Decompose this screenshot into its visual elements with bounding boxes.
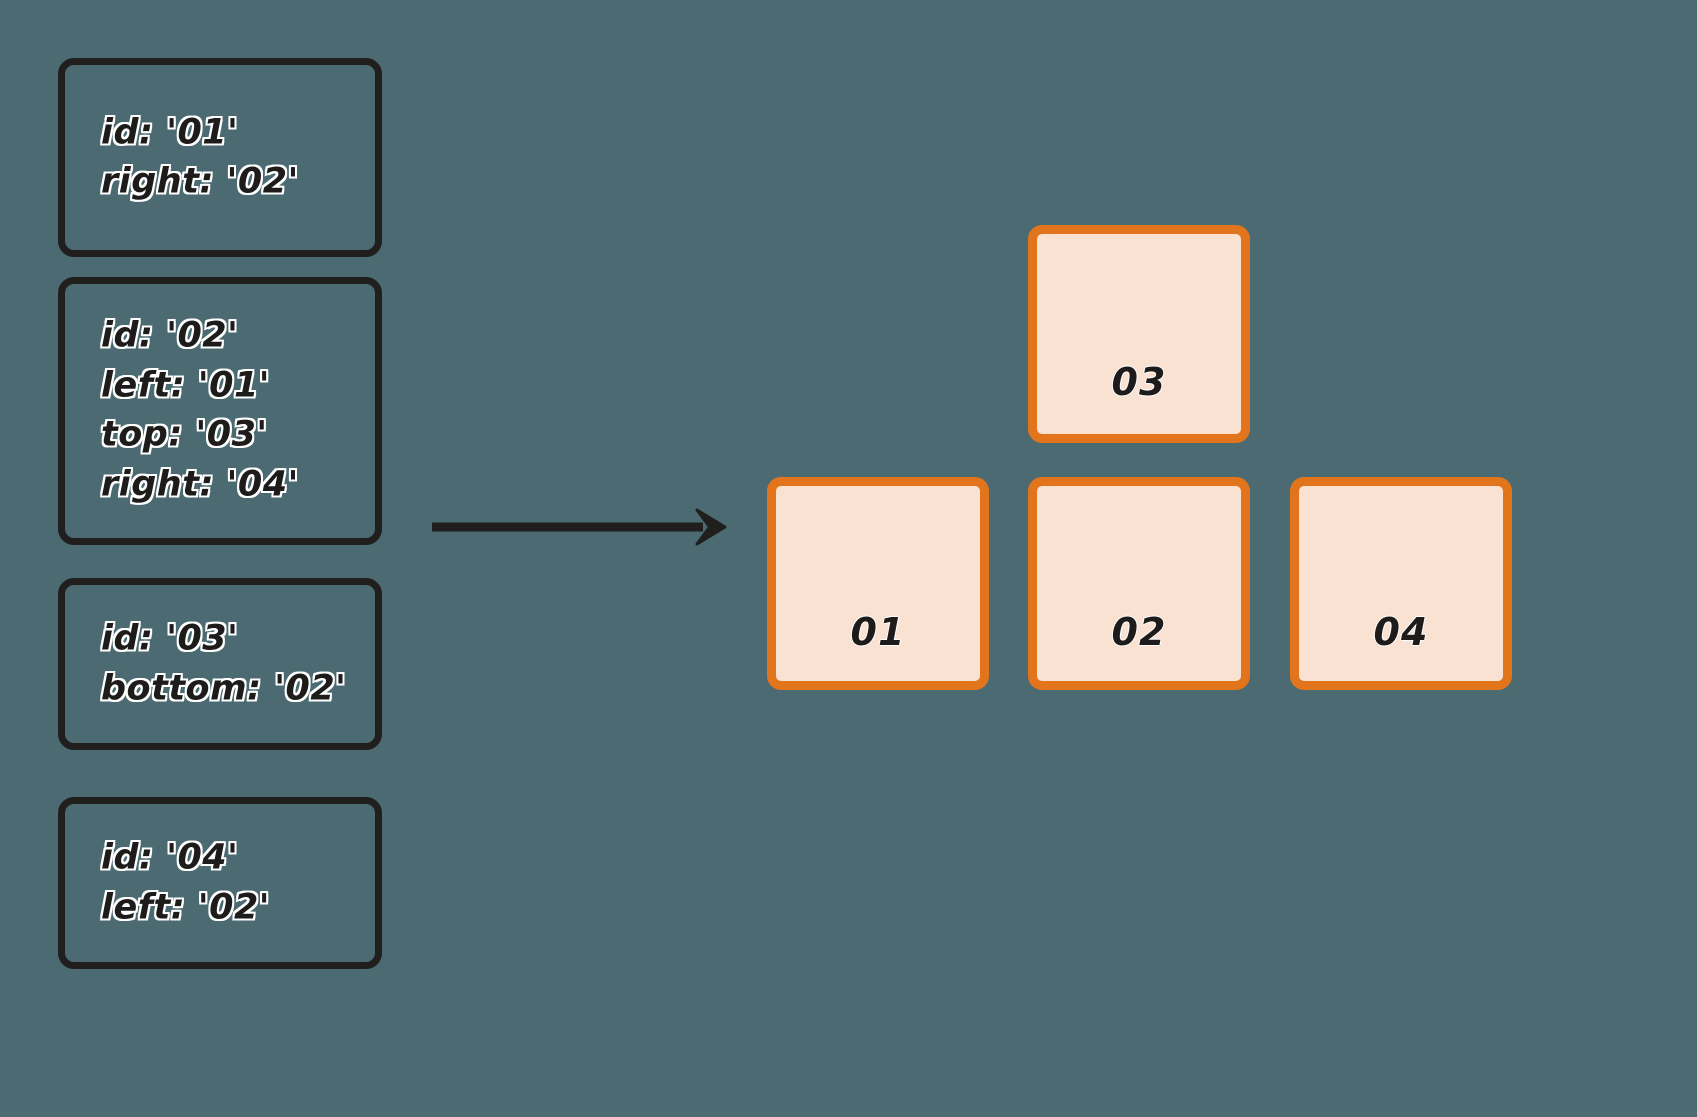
card-03[interactable]: id: '03' bottom: '02' [58, 578, 382, 750]
spec-card-line: right: '04' [100, 463, 300, 506]
spec-card-line: left: '01' [100, 364, 272, 407]
tile-label: 01 [850, 609, 906, 654]
spec-card-line: id: '03' [100, 617, 240, 660]
spec-card-line: left: '02' [100, 886, 272, 929]
tile-01[interactable]: 01 [767, 477, 989, 690]
tile-label: 04 [1373, 609, 1429, 654]
spec-card-line: id: '04' [100, 836, 240, 879]
tile-02[interactable]: 02 [1028, 477, 1250, 690]
spec-card-line: right: '02' [100, 160, 300, 203]
tile-03[interactable]: 03 [1028, 225, 1250, 443]
tile-label: 02 [1111, 609, 1167, 654]
spec-card-line: top: '03' [100, 414, 269, 457]
spec-card-line: id: '01' [100, 110, 240, 153]
spec-card-text: id: '01' right: '02' [100, 108, 365, 207]
card-02[interactable]: id: '02' left: '01' top: '03' right: '04' [58, 277, 382, 545]
spec-card-line: bottom: '02' [100, 667, 348, 710]
card-04[interactable]: id: '04' left: '02' [58, 797, 382, 969]
spec-card-line: id: '02' [100, 314, 240, 357]
tile-04[interactable]: 04 [1290, 477, 1512, 690]
spec-card-text: id: '02' left: '01' top: '03' right: '04' [100, 312, 365, 511]
transform-arrow [432, 508, 727, 546]
card-01[interactable]: id: '01' right: '02' [58, 58, 382, 257]
spec-card-text: id: '03' bottom: '02' [100, 614, 365, 713]
tile-label: 03 [1111, 360, 1167, 404]
spec-card-text: id: '04' left: '02' [100, 833, 365, 932]
arrow-head [695, 508, 727, 546]
